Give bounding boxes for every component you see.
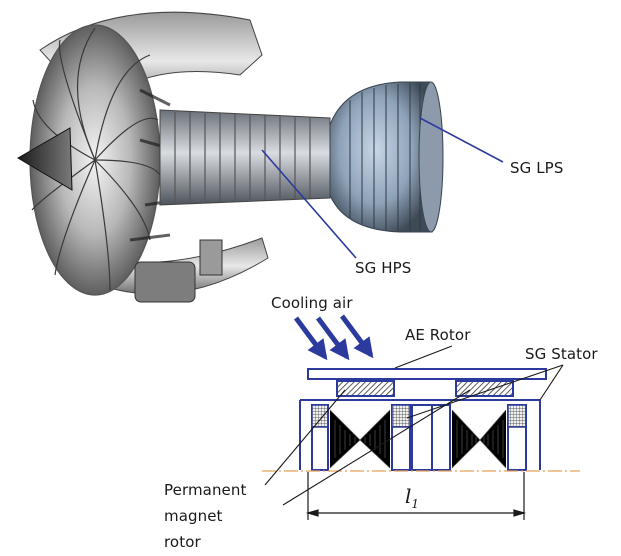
leader-magnet-1 bbox=[264, 389, 346, 486]
generator-schematic bbox=[262, 368, 580, 520]
compressor-stages bbox=[174, 112, 311, 204]
stator-winding bbox=[451, 409, 507, 469]
leader-magnet-2 bbox=[282, 389, 471, 506]
dimension-l1 bbox=[305, 472, 527, 520]
label-permanent-line3: rotor bbox=[164, 533, 201, 551]
cooling-air-arrow bbox=[339, 314, 374, 359]
ae-rotor-band bbox=[307, 368, 547, 380]
label-length-l1: l1 bbox=[405, 484, 419, 511]
leader-sg-lps bbox=[419, 117, 504, 163]
label-sg-lps: SG LPS bbox=[510, 159, 564, 177]
label-sg-stator: SG Stator bbox=[525, 345, 598, 363]
length-subscript: 1 bbox=[411, 497, 420, 511]
permanent-magnet bbox=[455, 380, 514, 397]
turbofan-engine-illustration bbox=[17, 11, 444, 303]
label-permanent-line1: Permanent bbox=[164, 481, 247, 499]
length-symbol: l bbox=[405, 484, 412, 508]
leader-ae-rotor bbox=[394, 345, 453, 369]
label-ae-rotor: AE Rotor bbox=[405, 326, 471, 344]
fan-blades bbox=[31, 27, 161, 291]
leader-lines bbox=[261, 117, 504, 259]
leader-sg-hps bbox=[261, 149, 357, 259]
cooling-air-arrow bbox=[293, 316, 328, 361]
turbine-stages bbox=[349, 83, 421, 231]
label-cooling-air: Cooling air bbox=[271, 294, 353, 312]
cooling-air-arrows bbox=[293, 314, 374, 361]
callout-leaders bbox=[264, 345, 564, 506]
permanent-magnet bbox=[336, 380, 395, 397]
stator-winding bbox=[329, 409, 391, 469]
stator-post bbox=[431, 404, 451, 471]
leader-sg-stator-2 bbox=[406, 364, 564, 419]
leader-sg-stator-1 bbox=[539, 364, 564, 401]
label-sg-hps: SG HPS bbox=[355, 259, 412, 277]
label-permanent-line2: magnet bbox=[164, 507, 223, 525]
cooling-air-arrow bbox=[315, 316, 350, 361]
